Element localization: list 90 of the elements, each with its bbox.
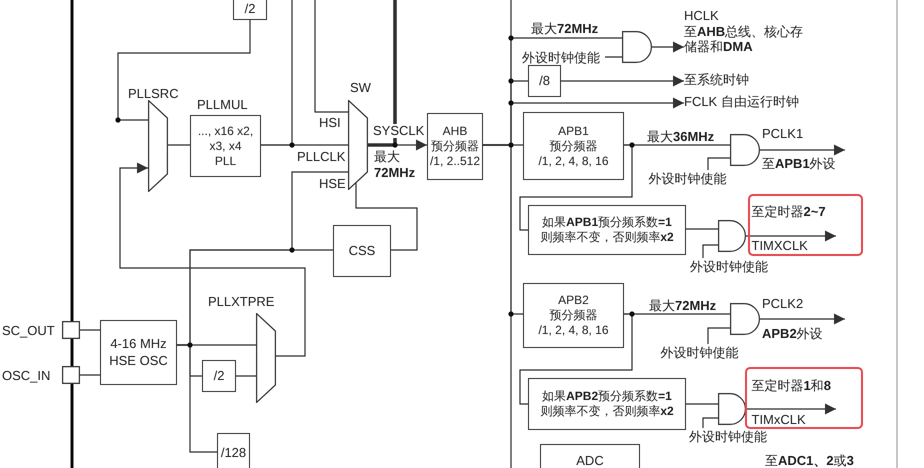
box-label: APB2 [558,293,589,308]
connector-line [707,157,730,170]
clock-output-label: 至系统时钟 [684,72,749,88]
connector-line [483,144,512,468]
and-gate-symbol [622,31,652,63]
edge-label: PLLCLK [296,150,346,164]
box-label: 预分频器 /1, 2..512 [428,139,482,169]
box-label: /8 [539,72,550,90]
connector-line [177,249,333,346]
multiplexer-symbol [256,313,276,403]
box-label: PLL [214,154,236,168]
enable-signal-label: 外设时钟使能 [652,344,747,361]
multiplexer-symbol [348,100,368,190]
box-label: /1, 2, 4, 8, 16 [538,154,609,168]
edge-label: 最大72MHz [648,299,718,314]
clock-output-label: 至定时器1和8 [752,378,831,394]
enable-signal-label: 外设时钟使能 [517,49,605,66]
and-gate-symbol [718,393,746,425]
clock-output-label: PCLK2 [762,296,804,312]
multiplexer-symbol [148,100,168,192]
clock-output-label: 至APB1外设 [762,156,836,172]
box-label: /128 [220,444,246,462]
box-label: 预分频器 [550,308,598,323]
box-label: 4-16 MHz HSE OSC [108,336,169,369]
highlight-frame [748,194,863,256]
connector-line [605,56,622,58]
box-label: CSS [348,242,376,260]
arrow [119,162,306,357]
box-label: 预分频器 [550,138,598,154]
connector-line [261,0,293,146]
enable-signal-label: 外设时钟使能 [640,170,735,187]
frequency-label: 最大72MHz [374,149,416,180]
box-label: 如果APB2预分频系数=1则频率不变，否则频率x2 [539,389,675,419]
connector-line [80,374,100,376]
arrow [746,404,836,414]
and-gate-symbol [730,303,760,335]
connector-line [686,403,718,405]
pin-label: OSC_IN [2,368,50,384]
arrow [746,230,836,242]
clock-output-label: TIMxCLK [752,412,806,428]
connector-line [368,0,397,147]
clock-output-label: 至ADC1、2或3 [765,453,854,468]
clock-output-label: HCLK [684,8,719,24]
pin-pad [62,366,80,384]
edge-label: 最大72MHz [530,22,600,36]
connector-line [702,417,718,428]
and-gate-symbol [718,220,746,252]
box-label: /2 [244,0,256,18]
connector-line [355,182,418,251]
box-label: ..., x16 x2, x3, x4 [196,124,254,154]
and-gate-symbol [730,134,760,166]
selector-label: PLLMUL [197,97,248,113]
arrow [561,76,684,86]
clock-output-label: 至AHB总线、核心存储器和DMA [684,24,804,55]
box-label: /1, 2, 4, 8, 16 [538,323,609,338]
connector-line [80,329,100,331]
arrow [652,42,684,52]
enable-signal-label: 外设时钟使能 [682,428,774,445]
box-label: ADC [576,452,604,468]
edge-label: HSI [318,116,342,130]
box-label: 如果APB1预分频系数=1则频率不变，否则频率x2 [539,215,675,245]
box-label: /2 [214,368,224,384]
box-label: AHB [442,124,468,139]
connector-line [519,313,633,405]
connector-line [686,228,718,230]
pin-label: SC_OUT [2,323,55,339]
edge-label: 最大36MHz [646,130,716,144]
arrow [760,144,845,156]
connector-line [702,244,718,258]
selector-label: PLLXTPRE [208,294,274,310]
connector-line [519,144,633,231]
clock-output-label: PCLK1 [762,126,804,142]
connector-line [236,375,256,377]
edge-label: SYSCLK [372,124,426,138]
connector-line [168,144,190,146]
clock-output-label: APB2外设 [762,326,823,342]
pin-pad [62,321,80,339]
box-label: APB1 [558,124,589,138]
enable-signal-label: 外设时钟使能 [683,258,775,275]
selector-label: PLLSRC [128,86,179,102]
selector-label: SW [350,80,371,96]
connector-line [707,327,730,344]
arrow [760,314,845,324]
clock-output-label: FCLK 自由运行时钟 [684,94,799,110]
edge-label: HSE [318,177,347,192]
clock-output-label: TIMXCLK [752,238,808,254]
highlight-frame [745,367,863,429]
connector-line [117,20,251,121]
clock-output-label: 至定时器2~7 [752,204,826,220]
connector-line [314,0,348,113]
